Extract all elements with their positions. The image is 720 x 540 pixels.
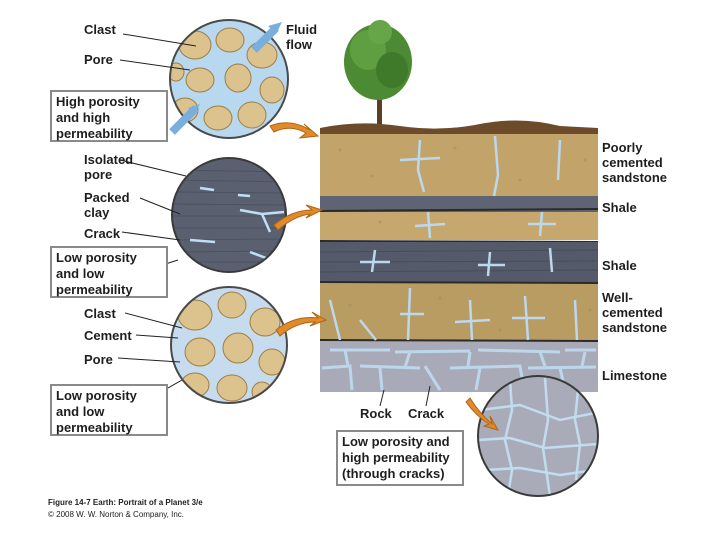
label-packed-clay: Packed clay	[84, 190, 130, 220]
label-isolated-pore: Isolated pore	[84, 152, 134, 182]
box-low-porosity-low-permeability-2: Low porosity and low permeability	[50, 384, 168, 436]
arrow-to-circle-1	[269, 122, 320, 139]
rock-column	[319, 120, 599, 392]
circle-high-porosity	[169, 19, 289, 139]
label-poorly-cemented-sandstone: Poorly cemented sandstone	[602, 140, 668, 185]
leader-lines	[117, 33, 431, 407]
label-shale-2: Shale	[602, 258, 637, 273]
box-low-porosity-low-permeability-1: Low porosity and low permeability	[50, 246, 168, 298]
box-high-porosity-high-permeability: High porosity and high permeability	[50, 90, 168, 142]
figure-book: Earth: Portrait of a Planet 3/e	[90, 498, 203, 507]
figure-caption: Figure 14-7 Earth: Portrait of a Planet …	[48, 498, 203, 508]
label-limestone: Limestone	[602, 368, 668, 383]
link-arrows	[269, 122, 500, 431]
label-well-cemented-sandstone: Well- cemented sandstone	[602, 290, 668, 335]
figure-number: Figure 14-7	[48, 498, 91, 507]
label-crack-mid: Crack	[84, 226, 121, 241]
topsoil-layer	[320, 120, 598, 136]
label-crack-bottom: Crack	[408, 406, 445, 421]
label-clast-top: Clast	[84, 22, 116, 37]
well-cemented-sandstone-layer	[320, 282, 598, 340]
label-pore-top: Pore	[84, 52, 113, 67]
circle-shale	[171, 157, 287, 273]
circle-cemented	[170, 286, 288, 404]
copyright-line: © 2008 W. W. Norton & Company, Inc.	[48, 510, 185, 519]
label-clast-bottom: Clast	[84, 306, 116, 321]
tree	[344, 20, 412, 124]
label-cement: Cement	[84, 328, 132, 343]
label-rock: Rock	[360, 406, 392, 421]
label-fluid-flow: Fluid flow	[286, 22, 318, 52]
arrow-to-circle-3	[275, 311, 328, 337]
arrow-to-circle-2	[273, 204, 324, 231]
box-low-porosity-high-permeability: Low porosity and high permeability (thro…	[336, 430, 464, 486]
label-pore-bottom: Pore	[84, 352, 113, 367]
circle-limestone	[477, 375, 599, 497]
label-shale-1: Shale	[602, 200, 637, 215]
poorly-cemented-sandstone-layer	[320, 134, 598, 196]
arrow-to-circle-4	[465, 397, 500, 431]
